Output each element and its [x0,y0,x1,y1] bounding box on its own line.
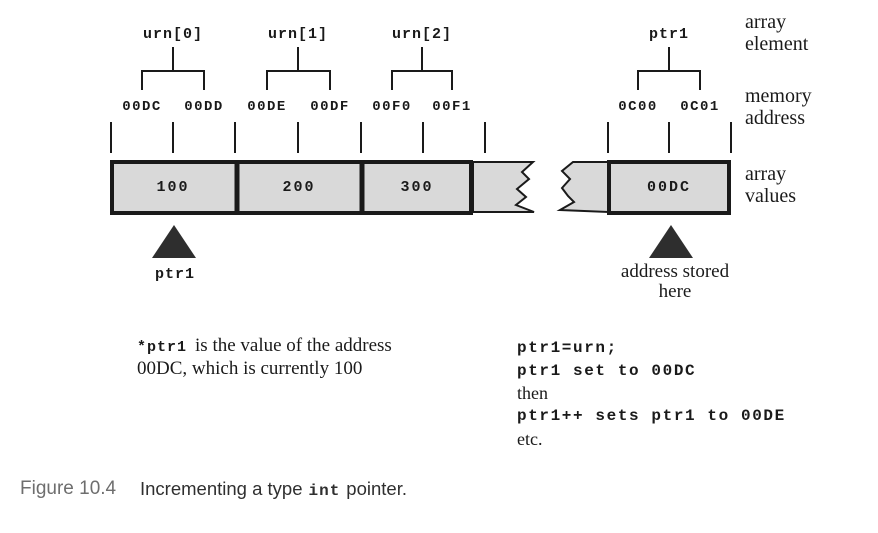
note-left-line2: 00DC, which is currently 100 [137,357,363,379]
array-element-label-urn2: urn[2] [391,26,453,43]
pointer-value-box [607,160,731,215]
figure-caption-before: Incrementing a type [140,478,303,499]
left-arrow-label-ptr1: ptr1 [154,266,196,283]
code-line-1: ptr1=urn; [517,339,618,357]
torn-edge-left-box [472,161,536,213]
memory-address-label: 00DC [122,99,162,115]
bracket-urn0-icon [141,47,205,90]
memory-address-label: 00DF [310,99,350,115]
memory-address-label: 0C00 [618,99,658,115]
figure-caption-text: Incrementing a type int pointer. [140,478,407,500]
array-element-label-urn1: urn[1] [267,26,329,43]
right-pointer-triangle-icon [649,225,693,258]
row-label-array-values: array values [745,163,797,207]
code-line-3: then [517,383,548,404]
array-value-cell-1: 200 [282,179,316,196]
row-label-array-element: array element [745,11,809,55]
right-arrow-label-address-stored-here: address stored here [620,261,730,302]
row-label-memory-address: memory address [745,85,812,129]
code-line-5: etc. [517,428,543,449]
bracket-ptr1-icon [637,47,701,90]
bracket-urn1-icon [266,47,331,90]
array-values-box [110,160,473,215]
array-value-cell-2: 300 [400,179,434,196]
figure-caption-after: pointer. [346,478,407,499]
note-left-line1: *ptr1 is the value of the address [137,335,392,359]
figure-caption-number: Figure 10.4 [20,478,117,499]
figure-caption-code: int [308,482,341,500]
note-left-line1-text: is the value of the address [195,335,392,356]
memory-address-label: 00F1 [432,99,472,115]
memory-address-label: 0C01 [680,99,720,115]
note-code-block: ptr1=urn; ptr1 set to 00DC then ptr1++ s… [517,337,786,450]
memory-address-label: 00DE [247,99,287,115]
torn-edge-right-box [556,161,609,214]
array-element-label-urn0: urn[0] [142,26,204,43]
pointer-element-label-ptr1: ptr1 [648,26,690,43]
left-pointer-triangle-icon [152,225,196,258]
array-value-cell-0: 100 [156,179,190,196]
code-line-2: ptr1 set to 00DC [517,361,697,380]
memory-address-label: 00F0 [372,99,412,115]
code-line-4: ptr1++ sets ptr1 to 00DE [517,407,786,426]
note-left-code: *ptr1 [137,339,188,356]
byte-tick-marks [110,122,732,153]
bracket-urn2-icon [391,47,453,90]
note-left: *ptr1 is the value of the address 00DC, w… [137,335,392,379]
pointer-value-cell: 00DC [646,179,692,196]
memory-address-label: 00DD [184,99,224,115]
